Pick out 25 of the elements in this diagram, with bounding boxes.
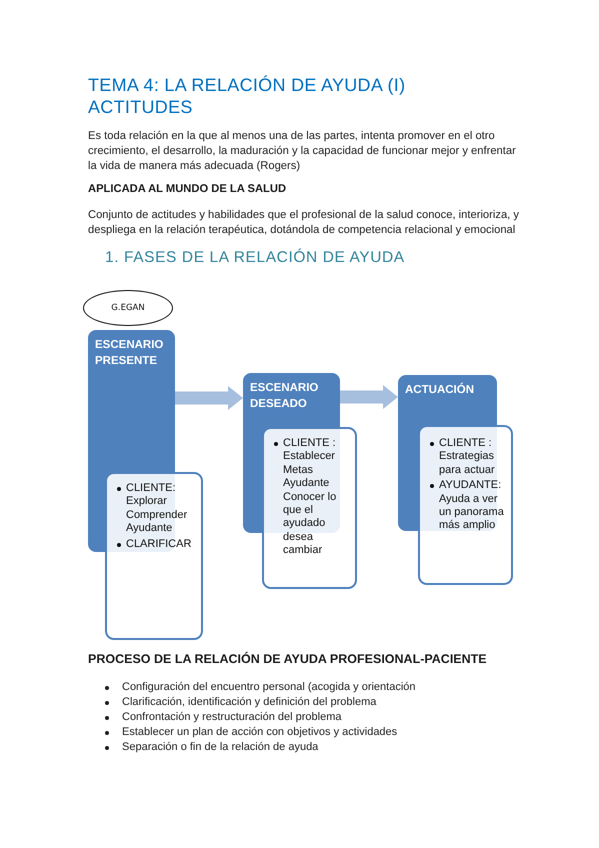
section-heading: 1. FASES DE LA RELACIÓN DE AYUDA bbox=[105, 248, 405, 267]
phase-title: ESCENARIO PRESENTE bbox=[95, 338, 164, 369]
bullet-text: CLARIFICAR bbox=[126, 538, 192, 552]
bullet-text: CLIENTE: Explorar Comprender Ayudante bbox=[126, 482, 188, 536]
detail-box bbox=[262, 427, 357, 589]
paragraph: Conjunto de actitudes y habilidades que el profesional de la salud conoce, interioriza, y despliega en la relación terapéutica, dotándola de competencia relacional y emocional bbox=[88, 208, 520, 238]
list-item: Establecer un plan de acción con objetivos y actividades bbox=[122, 725, 398, 740]
list-item: Confrontación y restructuración del problema bbox=[122, 710, 342, 725]
phase-title: ACTUACIÓN bbox=[405, 382, 475, 398]
detail-box bbox=[105, 472, 203, 640]
phase-title: ESCENARIO DESEADO bbox=[250, 381, 320, 412]
list-item: Clarificación, identificación y definición del problema bbox=[122, 695, 376, 710]
subheading: APLICADA AL MUNDO DE LA SALUD bbox=[88, 182, 286, 196]
bullet-text: AYUDANTE: Ayuda a ver un panorama más amplio bbox=[439, 479, 505, 533]
list-item: Configuración del encuentro personal (acogida y orientación bbox=[122, 680, 416, 695]
block-arrow bbox=[175, 386, 243, 410]
paragraph: Es toda relación en la que al menos una de las partes, intenta promover en el otro crecimiento, el desarrollo, la maduración y la capacidad de funcionar mejor y enfrentar la vida de manera más adecuada (Rogers) bbox=[88, 129, 517, 174]
bullet-text: CLIENTE : Estrategias para actuar bbox=[439, 437, 496, 478]
node-label: G.EGAN bbox=[111, 302, 145, 314]
block-arrow bbox=[340, 385, 398, 409]
subheading: PROCESO DE LA RELACIÓN DE AYUDA PROFESIONAL-PACIENTE bbox=[88, 651, 487, 667]
bullet-text: CLIENTE : Establecer Metas Ayudante Conocer lo que el ayudado desea cambiar bbox=[283, 437, 338, 558]
list-item: Separación o fin de la relación de ayuda bbox=[122, 740, 318, 755]
detail-box bbox=[418, 425, 513, 585]
page-title: TEMA 4: LA RELACIÓN DE AYUDA (I) ACTITUDES bbox=[88, 74, 406, 118]
